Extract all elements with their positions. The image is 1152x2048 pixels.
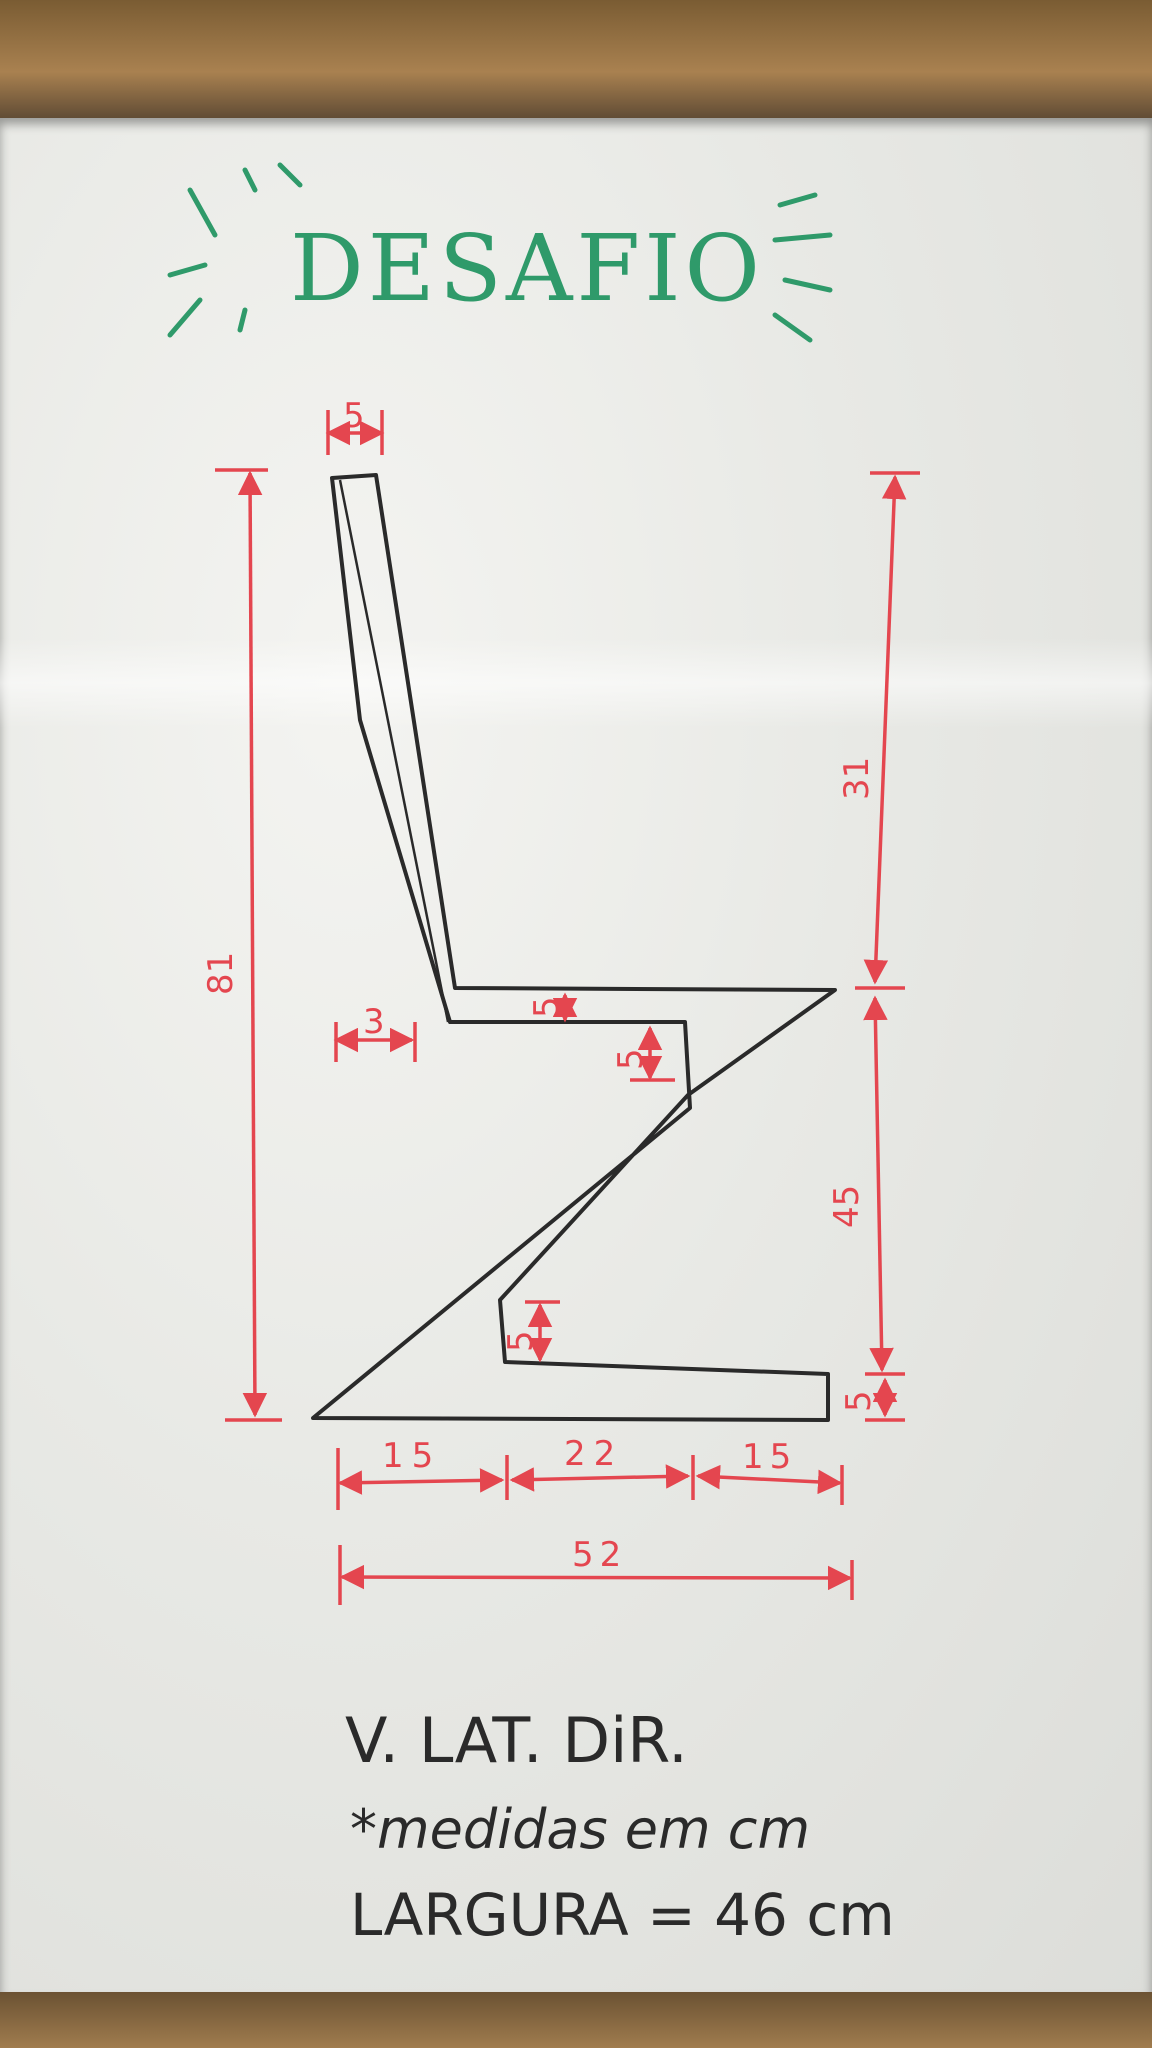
dim-base-middle: 22 xyxy=(564,1434,623,1474)
dim-base-right: 15 xyxy=(742,1437,797,1477)
dim-base-left: 15 xyxy=(382,1436,441,1476)
dim-back-height: 31 xyxy=(837,757,877,800)
whiteboard-frame-top xyxy=(0,0,1152,120)
dim-seat-thickness: 5 xyxy=(527,996,567,1018)
dim-seat-height: 45 xyxy=(827,1185,867,1228)
note-width: LARGURA = 46 cm xyxy=(350,1881,895,1949)
board-glare xyxy=(0,638,1152,728)
whiteboard xyxy=(0,118,1152,1994)
dimension-lines xyxy=(215,410,920,1605)
chair-back-inner-line xyxy=(338,479,450,1023)
title-desafio: DESAFIO xyxy=(290,215,764,322)
whiteboard-frame-bottom xyxy=(0,1992,1152,2048)
chair-profile-outline xyxy=(311,473,837,1422)
dim-seat-offset: 3 xyxy=(363,1002,385,1042)
dim-total-height: 81 xyxy=(201,952,241,995)
dim-foot-thickness: 5 xyxy=(839,1390,879,1412)
dim-total-length: 52 xyxy=(572,1535,627,1575)
dim-back-thickness: 5 xyxy=(343,396,365,436)
dim-foot-notch: 5 xyxy=(501,1330,541,1352)
title-rays xyxy=(167,162,833,343)
note-units: *medidas em cm xyxy=(350,1798,810,1861)
note-view: V. LAT. DiR. xyxy=(345,1704,688,1777)
dim-seat-support: 5 xyxy=(611,1048,651,1070)
